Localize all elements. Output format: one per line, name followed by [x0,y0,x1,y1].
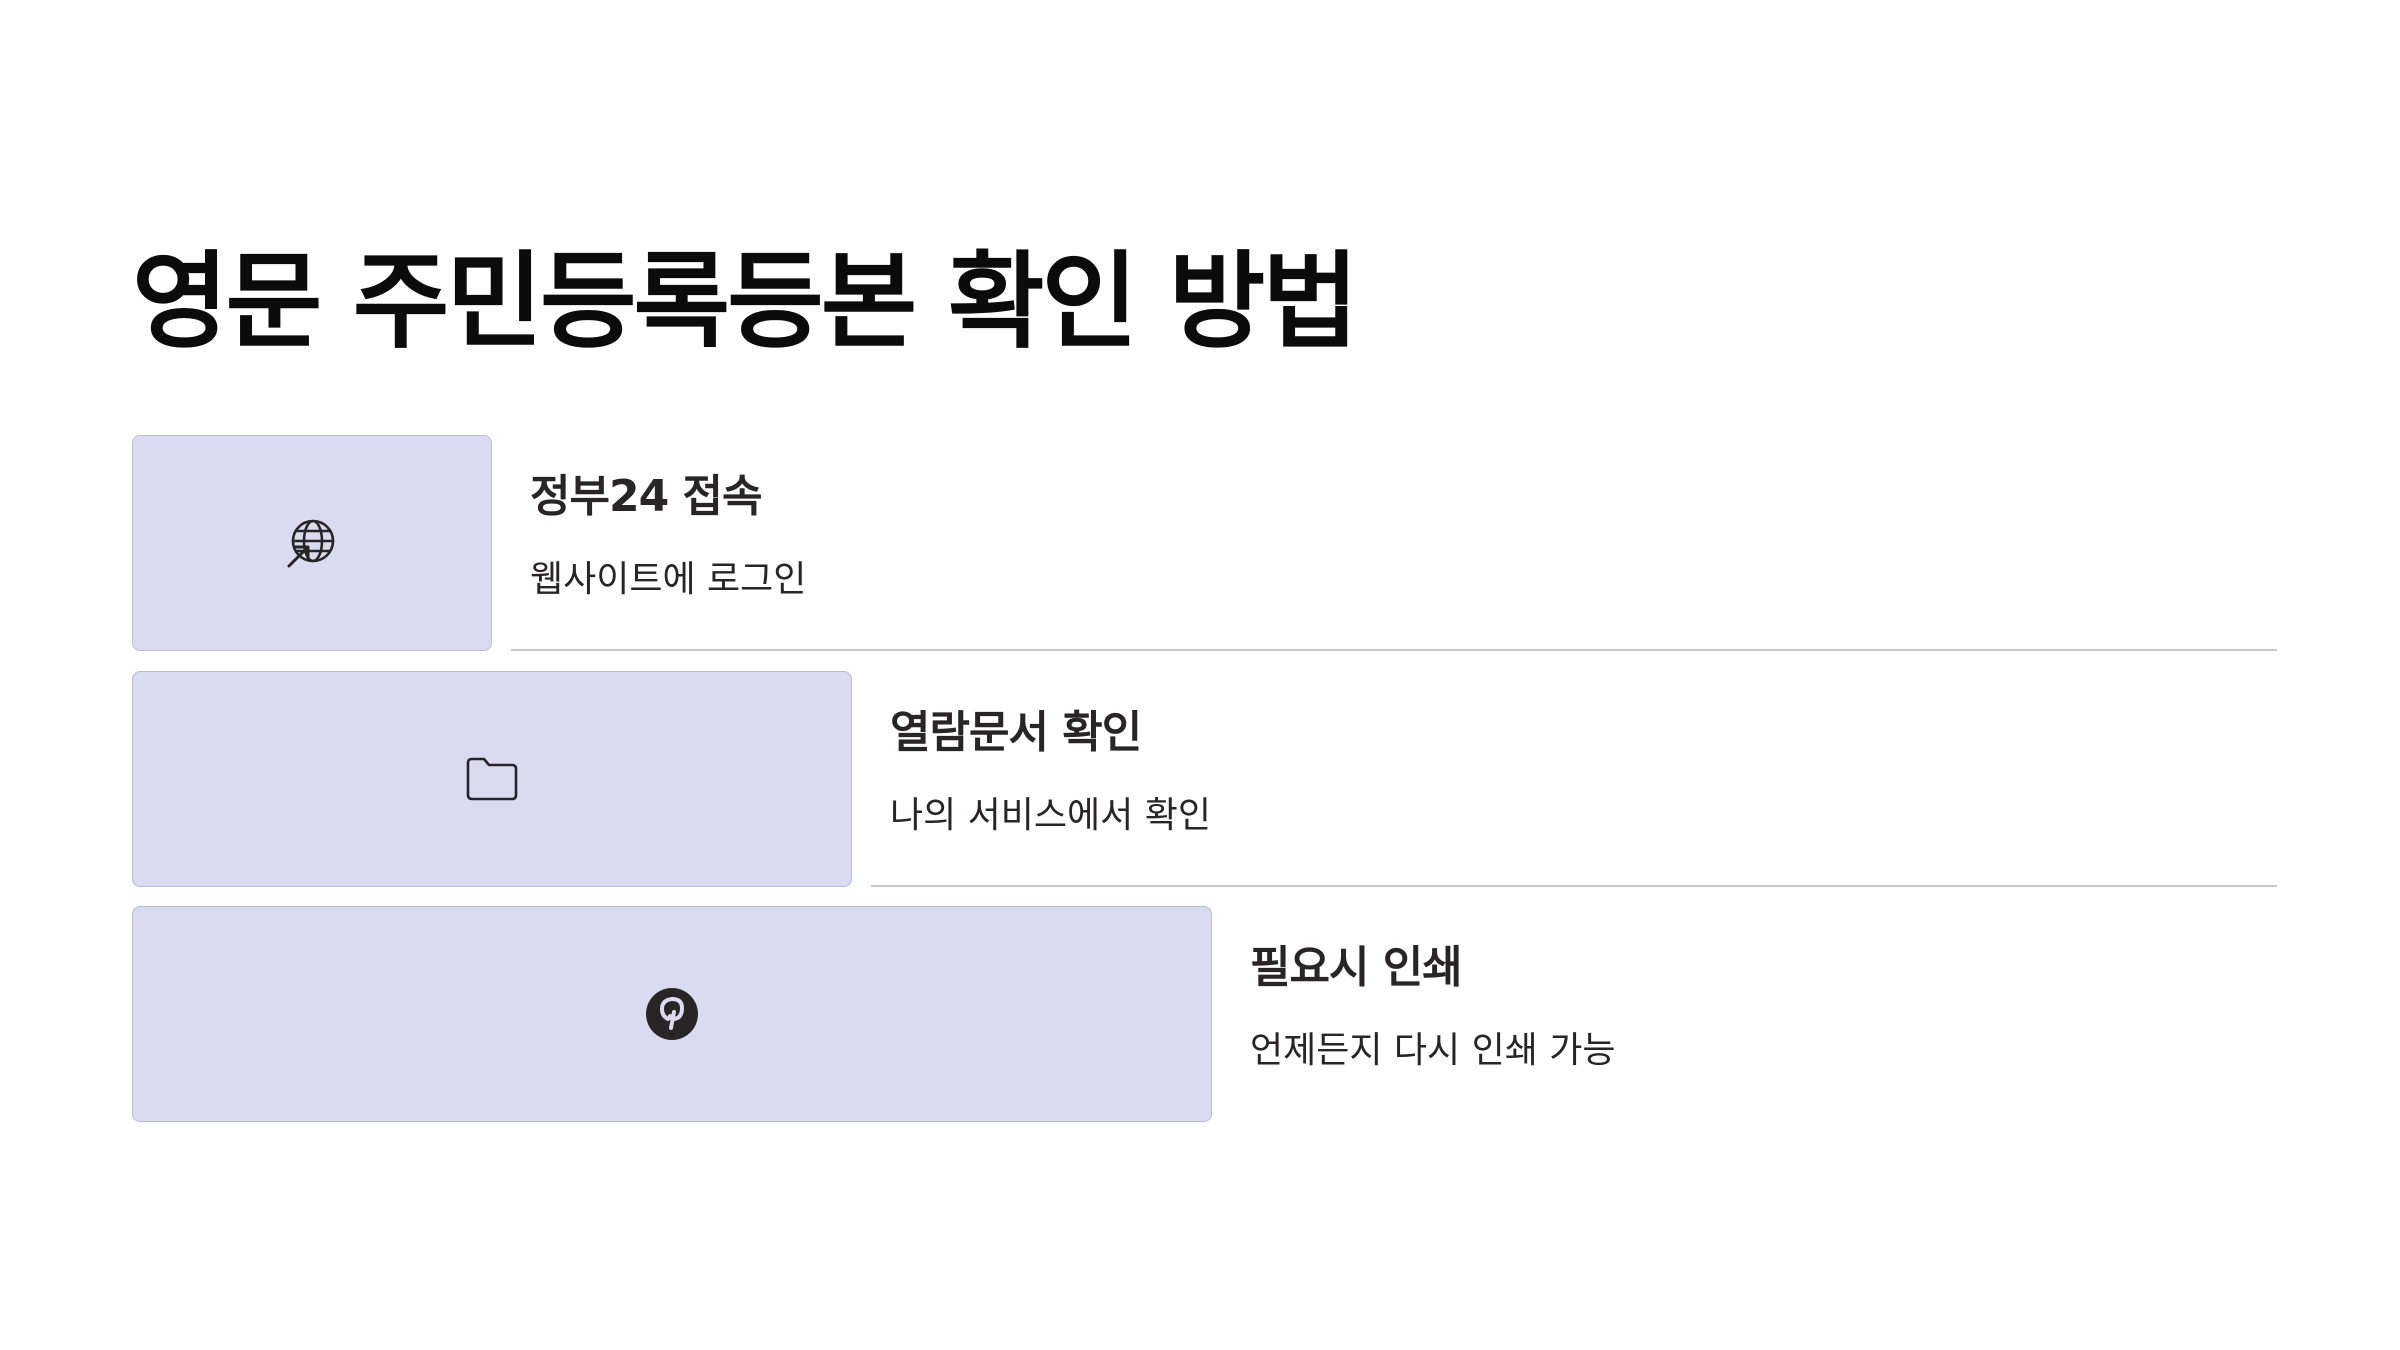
step-2: 열람문서 확인 나의 서비스에서 확인 [132,671,2280,887]
divider [511,649,2277,651]
step-1: 정부24 접속 웹사이트에 로그인 [132,435,2280,651]
step-3-heading: 필요시 인쇄 [1250,942,1463,993]
pinterest-icon [644,986,700,1042]
step-3-description: 언제든지 다시 인쇄 가능 [1250,1030,1616,1071]
step-2-icon-card [132,671,852,887]
folder-icon [464,751,520,807]
step-2-heading: 열람문서 확인 [890,707,1142,758]
page-title: 영문 주민등록등본 확인 방법 [132,241,1359,363]
divider [871,885,2277,887]
step-3: 필요시 인쇄 언제든지 다시 인쇄 가능 [132,906,2280,1122]
step-1-description: 웹사이트에 로그인 [530,559,807,600]
step-3-icon-card [132,906,1212,1122]
step-1-heading: 정부24 접속 [530,471,762,522]
globe-cursor-icon [284,515,340,571]
step-2-description: 나의 서비스에서 확인 [890,795,1211,836]
step-1-icon-card [132,435,492,651]
